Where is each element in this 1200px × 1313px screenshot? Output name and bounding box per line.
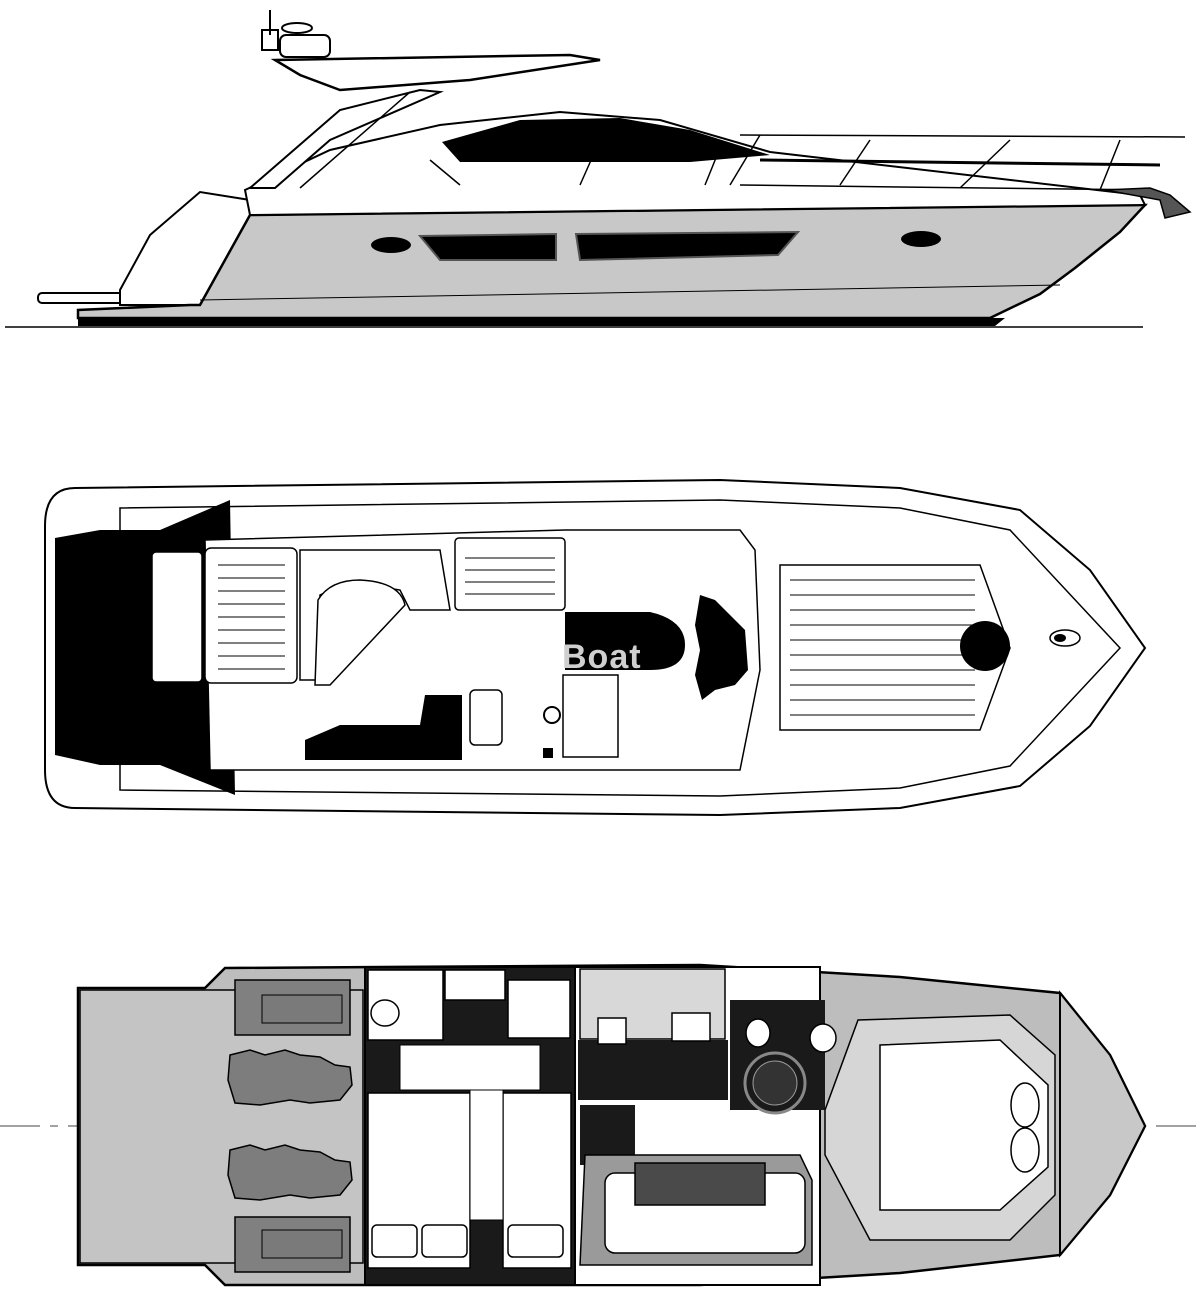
dinette-table-top <box>634 1162 766 1206</box>
porthole-fwd <box>901 231 941 247</box>
deck-plan-view <box>44 478 1147 817</box>
teak-platform <box>204 547 298 684</box>
aft-cabin-floor <box>399 1044 541 1091</box>
aft-cabin-aisle <box>469 1089 504 1221</box>
engine-stbd <box>227 1144 353 1201</box>
toilet-aft <box>370 999 400 1027</box>
bow-pillow-2 <box>1010 1127 1040 1173</box>
shower <box>507 979 571 1039</box>
hardtop-support <box>247 88 444 189</box>
galley-dark <box>578 1040 728 1100</box>
stove <box>597 1017 627 1045</box>
boot-stripe <box>78 318 1005 326</box>
steering-wheel-icon <box>543 706 561 724</box>
wet-bar-dark <box>565 612 685 670</box>
hatch-slats <box>465 557 555 595</box>
round-shower-inner <box>752 1060 798 1106</box>
side-profile-view <box>5 10 1192 328</box>
interior-layout-view <box>0 963 1200 1287</box>
pillow-1 <box>371 1224 418 1258</box>
v-berth <box>879 1039 1049 1211</box>
radar-dome <box>279 34 331 58</box>
fuel-tank-port-inner <box>261 994 343 1024</box>
cockpit-bench-dark <box>305 695 462 760</box>
helm-console <box>562 674 619 758</box>
aft-seat-cushion <box>151 551 203 683</box>
deck-inner-line <box>119 499 1122 797</box>
throttle-control <box>543 748 553 758</box>
anchor-icon <box>1054 634 1066 642</box>
bow-pillow-1 <box>1010 1082 1040 1128</box>
hull-chine <box>199 284 1061 301</box>
toilet-fwd <box>745 1018 771 1048</box>
basin-fwd <box>809 1023 837 1053</box>
foredeck-hatch <box>960 621 1010 671</box>
teak-slats <box>218 564 285 670</box>
sink <box>671 1012 711 1042</box>
watermark-text: Boat <box>562 638 642 676</box>
fuel-tank-stbd-inner <box>261 1229 343 1259</box>
pillow-2 <box>421 1224 468 1258</box>
u-seat-inner <box>314 579 406 686</box>
helm-seat <box>469 689 503 746</box>
chain-locker <box>1059 990 1147 1258</box>
companionway-hatch <box>454 537 566 611</box>
windshield <box>442 118 770 162</box>
pillow-3 <box>507 1224 564 1258</box>
anchor <box>1104 187 1192 219</box>
sunpad-slats <box>790 579 975 716</box>
bow-rail <box>759 158 1161 167</box>
porthole-aft <box>371 237 411 253</box>
hull-window-fwd <box>574 230 801 262</box>
hardtop-roof <box>270 53 601 92</box>
head-basin <box>444 969 506 1001</box>
radar-cap <box>281 22 313 34</box>
hull-window-aft <box>417 232 557 261</box>
windshield-top <box>695 595 748 700</box>
head-compartment <box>367 969 444 1041</box>
hardtop-strut <box>299 91 411 189</box>
bow-sunpad <box>779 564 1011 731</box>
engine-port <box>227 1049 353 1106</box>
